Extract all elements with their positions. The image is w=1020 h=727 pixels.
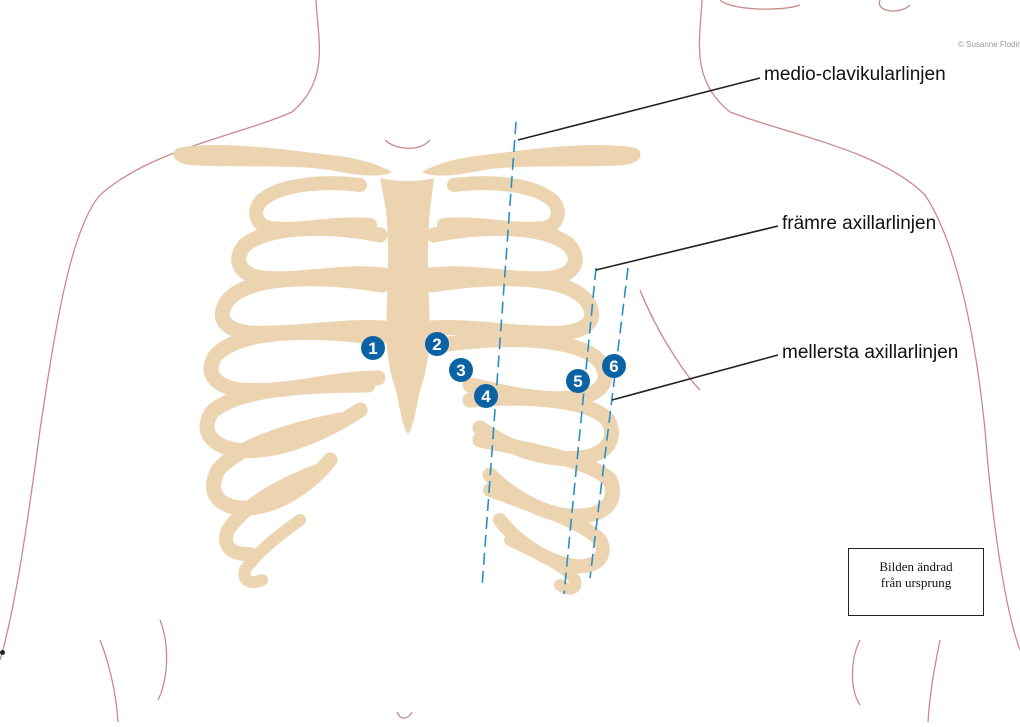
leader-anterior-axillary xyxy=(596,226,778,270)
electrode-v5-label: 5 xyxy=(573,372,582,391)
label-mid-axillary-line: mellersta axillarlinjen xyxy=(782,342,958,364)
image-credit: © Susanne Flodin xyxy=(958,40,1020,49)
leader-midclavicular xyxy=(518,78,760,140)
sternum xyxy=(380,178,434,434)
modified-note-line-1: Bilden ändrad xyxy=(849,559,983,575)
electrode-v6: 6 xyxy=(602,354,626,378)
leader-mid-axillary xyxy=(612,355,778,400)
modified-note-line-2: från ursprung xyxy=(849,575,983,591)
electrode-v5: 5 xyxy=(566,369,590,393)
electrode-v3: 3 xyxy=(449,358,473,382)
electrode-v4: 4 xyxy=(474,384,498,408)
ribs-left xyxy=(207,183,384,582)
electrode-v1-label: 1 xyxy=(368,339,377,358)
electrode-v2: 2 xyxy=(425,332,449,356)
electrode-v4-label: 4 xyxy=(481,387,491,406)
edge-dot xyxy=(0,650,5,655)
electrode-v2-label: 2 xyxy=(432,335,441,354)
clavicles xyxy=(174,145,641,176)
modified-note-box: Bilden ändrad från ursprung xyxy=(848,548,984,616)
electrode-v3-label: 3 xyxy=(456,361,465,380)
electrode-v6-label: 6 xyxy=(609,357,618,376)
label-midclavicular-line: medio-clavikularlinjen xyxy=(764,64,946,86)
label-anterior-axillary-line: främre axillarlinjen xyxy=(782,213,936,235)
electrode-v1: 1 xyxy=(361,336,385,360)
